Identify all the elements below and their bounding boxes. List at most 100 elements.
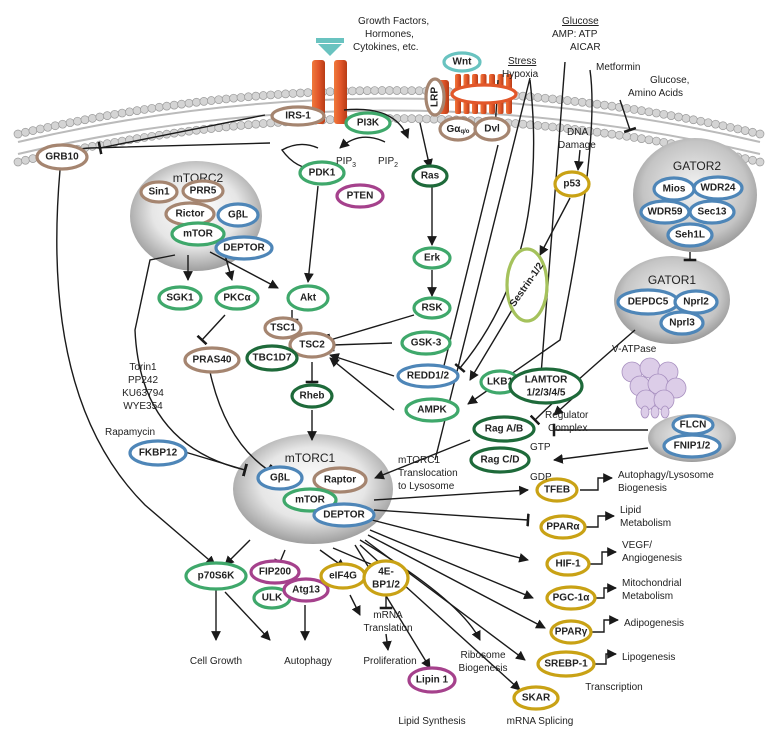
node-fkbp12: FKBP12 <box>128 439 188 467</box>
node-erk: Erk <box>412 246 452 270</box>
node-seh1l-label: Seh1L <box>675 230 705 241</box>
node-ampk: AMPK <box>404 397 460 423</box>
pip3-label: PIP3 <box>336 156 356 169</box>
dna-label: DNA <box>567 127 588 138</box>
out-ppara-1: Lipid <box>620 505 641 516</box>
node-gbl1-label: GβL <box>270 473 290 484</box>
pathway-edge-62 <box>590 615 619 633</box>
node-pi3k-label: PI3K <box>357 118 380 129</box>
pathway-edge-0 <box>343 108 410 139</box>
node-flcn-label: FLCN <box>680 420 707 431</box>
node-sestrin: Sestrin-1/2 <box>505 247 549 323</box>
node-frizzled-label: Frizzled <box>465 89 502 100</box>
pathway-edge-28 <box>553 447 649 464</box>
node-sin1: Sin1 <box>139 180 179 204</box>
node-p53-label: p53 <box>563 179 581 190</box>
node-redd-label: REDD1/2 <box>407 371 450 382</box>
pathway-edge-37 <box>184 451 249 477</box>
node-akt-label: Akt <box>300 293 317 304</box>
gdp-label: GDP <box>530 472 552 483</box>
node-pparg: PPARγ <box>549 619 593 645</box>
node-tbc-label: TBC1D7 <box>253 353 292 364</box>
node-ebp: 4E-BP1/2 <box>362 559 410 597</box>
node-rheb: Rheb <box>290 383 334 409</box>
pathway-edge-44 <box>359 539 481 641</box>
node-lkb1-label: LKB1 <box>487 377 514 388</box>
pathway-edge-38 <box>56 169 216 566</box>
rapamycin-label: Rapamycin <box>105 427 155 438</box>
out-tfeb-2: Biogenesis <box>618 483 667 494</box>
pathway-edge-34 <box>374 439 471 480</box>
pathway-edge-3 <box>419 122 433 169</box>
node-wdr59-label: WDR59 <box>647 207 682 218</box>
node-pten: PTEN <box>335 183 385 209</box>
node-ras-label: Ras <box>421 171 440 182</box>
glucose-label: Glucose <box>562 16 599 27</box>
node-tsc2-label: TSC2 <box>299 340 325 351</box>
node-sin1-label: Sin1 <box>148 187 170 198</box>
node-pgc-label: PGC-1α <box>553 593 591 604</box>
node-ampk-label: AMPK <box>417 405 447 416</box>
pathway-edge-46 <box>373 509 530 527</box>
glucose-aa-label-1: Glucose, <box>650 75 689 86</box>
node-frizzled: Frizzled <box>450 83 518 105</box>
node-gbl1: GβL <box>256 465 304 491</box>
node-redd: REDD1/2 <box>396 363 460 389</box>
pathway-edge-60 <box>585 547 617 565</box>
gator2-label: GATOR2 <box>673 159 722 173</box>
pathway-edge-49 <box>367 534 546 629</box>
node-dvl-label: Dvl <box>484 124 500 135</box>
node-deptor1: DEPTOR <box>312 502 376 528</box>
pathway-edge-16 <box>209 251 279 289</box>
node-fip200-label: FIP200 <box>259 567 292 578</box>
pathway-edge-21 <box>535 61 566 389</box>
node-fnip: FNIP1/2 <box>662 433 722 459</box>
node-ppara: PPARα <box>539 514 587 540</box>
wye354-label: WYE354 <box>123 401 163 412</box>
node-lrp: LRP <box>424 77 446 117</box>
node-raptor-label: Raptor <box>324 475 356 486</box>
gtp-label: GTP <box>530 442 551 453</box>
node-tsc1: TSC1 <box>263 316 303 340</box>
node-fnip-label: FNIP1/2 <box>674 441 711 452</box>
node-wnt: Wnt <box>442 51 482 73</box>
transcription-label: Transcription <box>585 682 642 693</box>
node-depdc5: DEPDC5 <box>616 288 680 316</box>
v-atpase-icon <box>621 357 687 419</box>
node-sec13: Sec13 <box>688 199 736 225</box>
node-wdr24: WDR24 <box>692 175 744 201</box>
pathway-edge-43 <box>354 544 431 669</box>
pathway-edge-45 <box>371 519 529 563</box>
node-fkbp12-label: FKBP12 <box>139 448 178 459</box>
translocation-label-3: to Lysosome <box>398 481 455 492</box>
out-pgc-2: Metabolism <box>622 591 673 602</box>
node-akt: Akt <box>286 284 330 312</box>
pathway-edge-18 <box>224 254 235 281</box>
node-wdr24-label: WDR24 <box>700 183 735 194</box>
node-gbl2-label: GβL <box>228 210 248 221</box>
node-ebp-label-2: BP1/2 <box>372 580 400 591</box>
node-ppara-label: PPARα <box>546 522 580 533</box>
pathway-edge-61 <box>590 583 617 599</box>
pathway-edge-7 <box>326 314 415 347</box>
node-p70s6k-label: p70S6K <box>198 571 235 582</box>
node-gbl2: GβL <box>216 202 260 228</box>
pathway-edge-39 <box>224 539 251 566</box>
pathway-edge-2 <box>339 136 386 149</box>
annotation-labels: Growth Factors, Hormones, Cytokines, etc… <box>105 16 714 727</box>
node-lamtor-label-2: 1/2/3/4/5 <box>527 388 566 399</box>
node-ulk-label: ULK <box>262 593 283 604</box>
node-lamtor: LAMTOR 1/2/3/4/5 <box>508 367 584 405</box>
node-sgk1-label: SGK1 <box>166 293 194 304</box>
node-mios-label: Mios <box>663 184 686 195</box>
node-deptor2: DEPTOR <box>214 235 274 261</box>
node-p53: p53 <box>553 170 591 198</box>
pathway-edge-8 <box>331 338 393 352</box>
node-lamtor-label-1: LAMTOR <box>525 375 568 386</box>
node-gsk3-label: GSK-3 <box>411 338 442 349</box>
node-mtor2-label: mTOR <box>183 229 214 240</box>
pathway-edge-53 <box>224 591 271 641</box>
regulator-label: Regulator <box>545 410 589 421</box>
node-wdr59: WDR59 <box>639 199 691 225</box>
node-ras: Ras <box>411 164 449 188</box>
